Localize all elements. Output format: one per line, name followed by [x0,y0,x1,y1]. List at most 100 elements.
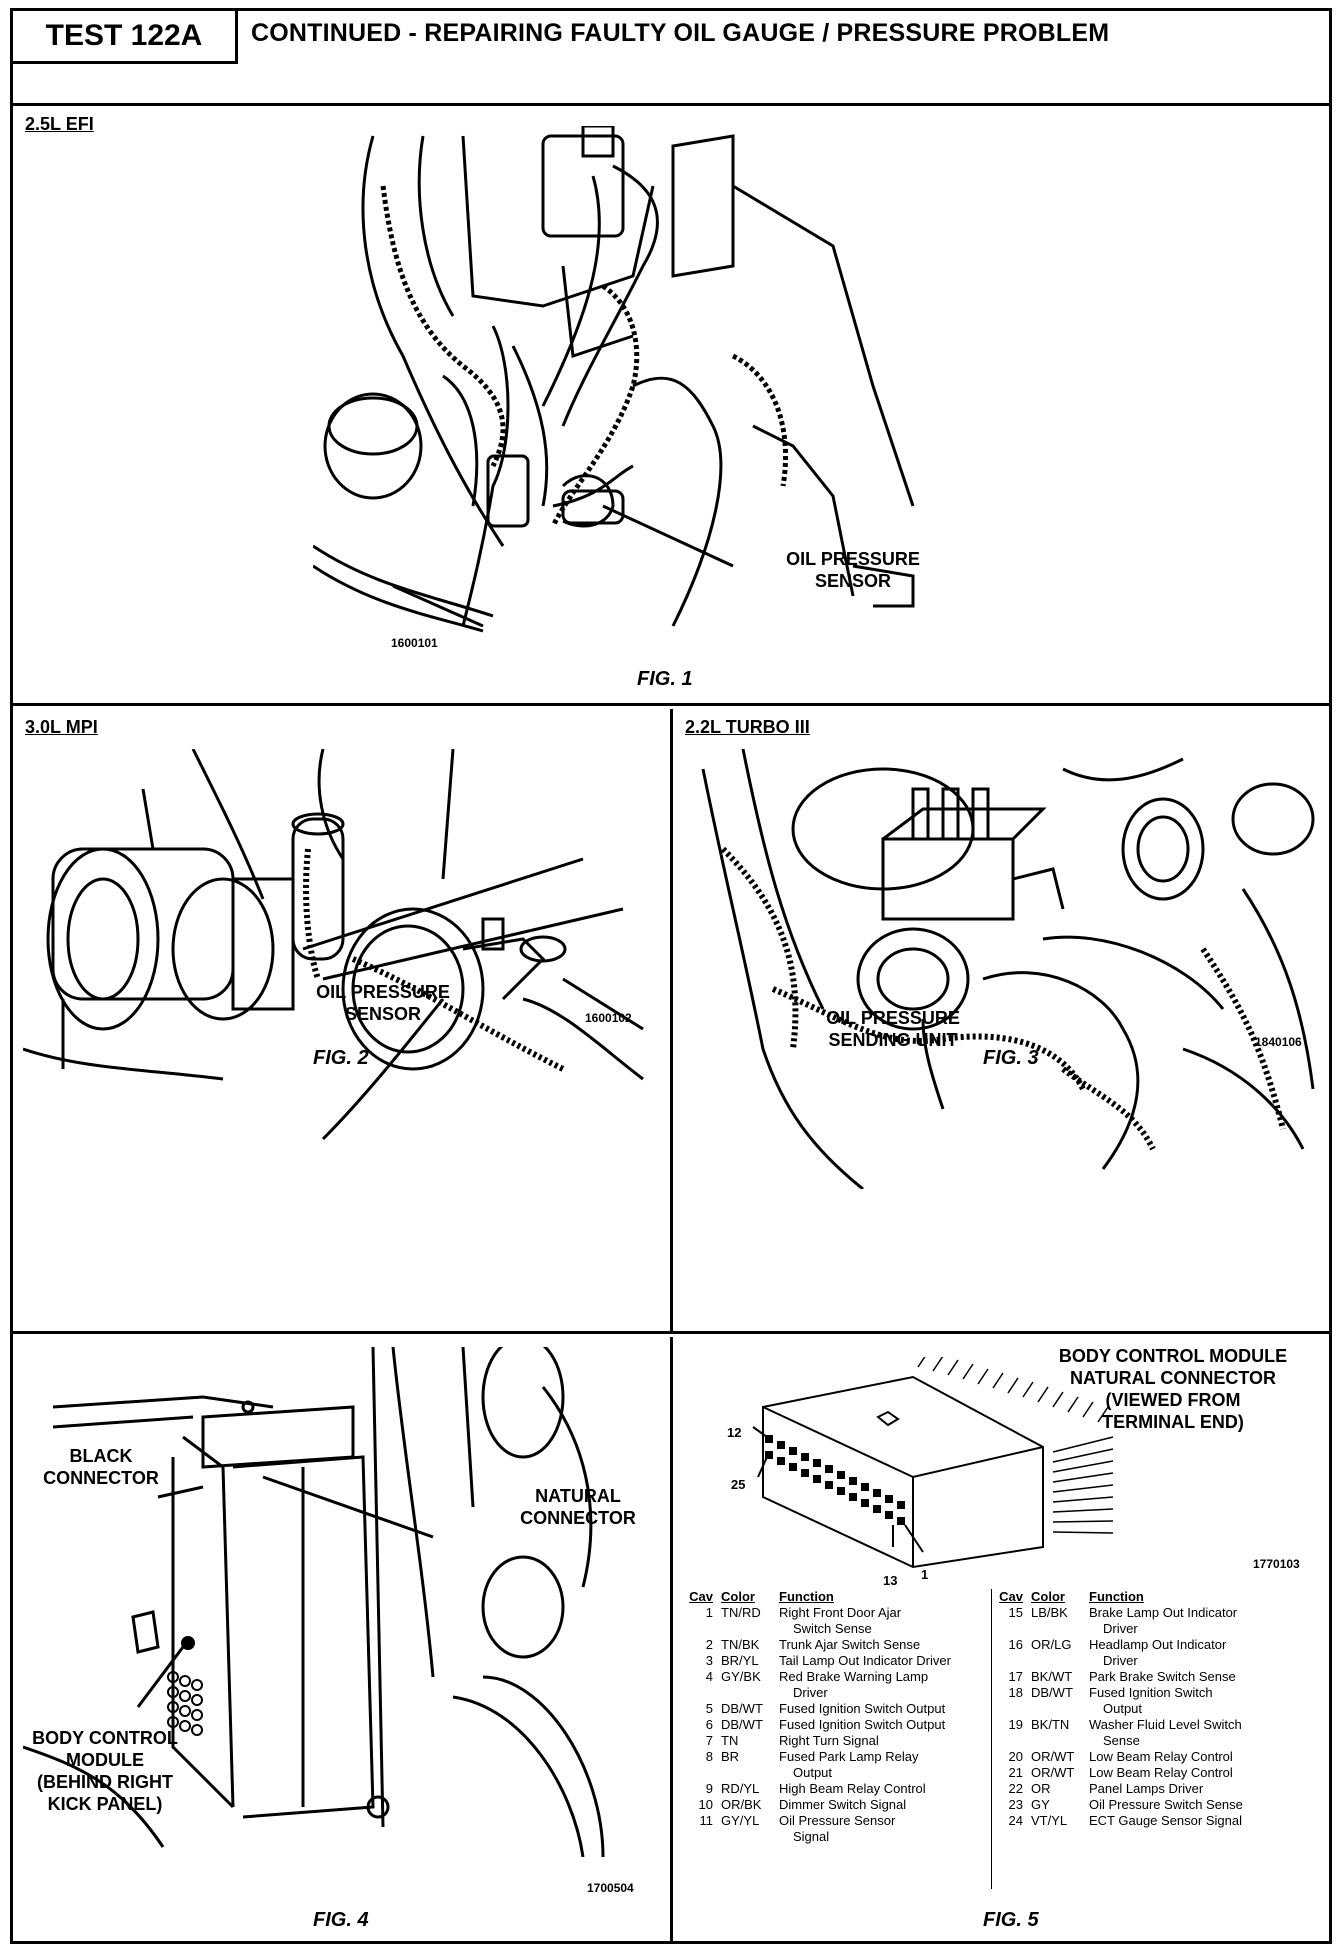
pin-label-13: 13 [883,1573,898,1588]
callout-line: CONNECTOR [520,1508,636,1528]
callout-line: SENSOR [814,571,892,591]
cell-color: OR/WT [1031,1765,1075,1780]
function-line: Oil Pressure Switch Sense [1089,1797,1243,1812]
function-line: Right Front Door Ajar [779,1605,902,1620]
function-line-continued: Sense [1103,1733,1140,1748]
cell-cav: 10 [698,1797,713,1812]
figure-4-caption: FIG. 4 [313,1909,369,1931]
cell-function: Low Beam Relay Control [1089,1765,1304,1781]
cell-function: Low Beam Relay Control [1089,1749,1304,1765]
cell-color: OR/BK [721,1797,762,1812]
cell-color: OR/WT [1031,1749,1075,1764]
table-row: 9 RD/YL High Beam Relay Control [685,1781,994,1797]
cell-cav: 24 [1008,1813,1023,1828]
header-cav: Cav [999,1589,1023,1604]
cell-color: TN/RD [721,1605,761,1620]
figure-5-panel: BODY CONTROL MODULE NATURAL CONNECTOR (V… [673,1337,1329,1941]
callout-line: KICK PANEL) [47,1794,163,1814]
header-cav: Cav [689,1589,713,1604]
function-line: Low Beam Relay Control [1089,1765,1233,1780]
cell-cav: 20 [1008,1749,1023,1764]
function-line: Fused Park Lamp Relay [779,1749,919,1764]
function-line: Oil Pressure Sensor [779,1813,896,1828]
cell-function: Trunk Ajar Switch Sense [779,1637,994,1653]
function-line: Fused Ignition Switch Output [779,1717,946,1732]
title-line: TERMINAL END) [1102,1412,1244,1432]
cell-color: RD/YL [721,1781,760,1796]
cell-color: BR [721,1749,740,1764]
cell-cav: 19 [1008,1717,1023,1732]
callout-line: SENDING UNIT [828,1030,958,1050]
image-number-fig2: 1600102 [585,1011,632,1025]
cell-color: GY [1031,1797,1050,1812]
cell-color: OR [1031,1781,1051,1796]
function-line: High Beam Relay Control [779,1781,926,1796]
image-number-fig5: 1770103 [1253,1557,1300,1571]
cell-color: BK/TN [1031,1717,1070,1732]
cell-cav: 8 [705,1749,713,1764]
cell-cav: 3 [705,1653,713,1668]
cell-function: Fused Ignition Switch Output [779,1701,994,1717]
header-color: Color [1031,1589,1065,1604]
cell-color: VT/YL [1031,1813,1068,1828]
cell-cav: 17 [1008,1669,1023,1684]
cell-color: LB/BK [1031,1605,1068,1620]
header-color: Color [721,1589,755,1604]
cell-color: OR/LG [1031,1637,1072,1652]
function-line-continued: Driver [1103,1621,1138,1636]
cell-function: Fused Ignition Switch Output [779,1717,994,1733]
callout-line: BLACK [69,1446,133,1466]
cell-cav: 18 [1008,1685,1023,1700]
table-header: Cav Color Function [995,1589,1304,1605]
cell-color: DB/WT [721,1701,763,1716]
function-line: Headlamp Out Indicator [1089,1637,1227,1652]
function-line: Brake Lamp Out Indicator [1089,1605,1238,1620]
cell-cav: 15 [1008,1605,1023,1620]
cell-function: Panel Lamps Driver [1089,1781,1304,1797]
callout-line: OIL PRESSURE [316,982,450,1002]
function-line-continued: Signal [793,1829,830,1844]
oil-pressure-sending-unit-callout: OIL PRESSURE SENDING UNIT [793,1007,993,1051]
cell-function: Tail Lamp Out Indicator Driver [779,1653,994,1669]
callout-line: BODY CONTROL [32,1728,178,1748]
engine-illustration-2-5l [313,126,915,633]
cell-cav: 21 [1008,1765,1023,1780]
figure-3-caption: FIG. 3 [983,1047,1039,1069]
cell-function: Right Turn Signal [779,1733,994,1749]
function-line: Panel Lamps Driver [1089,1781,1204,1796]
pin-label-12: 12 [727,1425,742,1440]
engine-label-2-2l: 2.2L TURBO III [685,717,810,737]
cell-function: Park Brake Switch Sense [1089,1669,1304,1685]
header-function: Function [1089,1589,1144,1604]
function-line-continued: Driver [793,1685,828,1700]
figure-1-caption: FIG. 1 [637,668,693,690]
pin-label-1: 1 [921,1567,929,1582]
function-line: Fused Ignition Switch [1089,1685,1213,1700]
cell-cav: 9 [705,1781,713,1796]
cell-cav: 7 [705,1733,713,1748]
cell-color: GY/YL [721,1813,760,1828]
cell-cav: 2 [705,1637,713,1652]
engine-illustration-2-2l [701,749,1315,1189]
image-number-fig4: 1700504 [587,1881,634,1895]
engine-label-2-5l: 2.5L EFI [25,114,94,134]
cell-color: DB/WT [1031,1685,1073,1700]
function-line: Fused Ignition Switch Output [779,1701,946,1716]
engine-illustration-3-0l [23,749,644,1141]
